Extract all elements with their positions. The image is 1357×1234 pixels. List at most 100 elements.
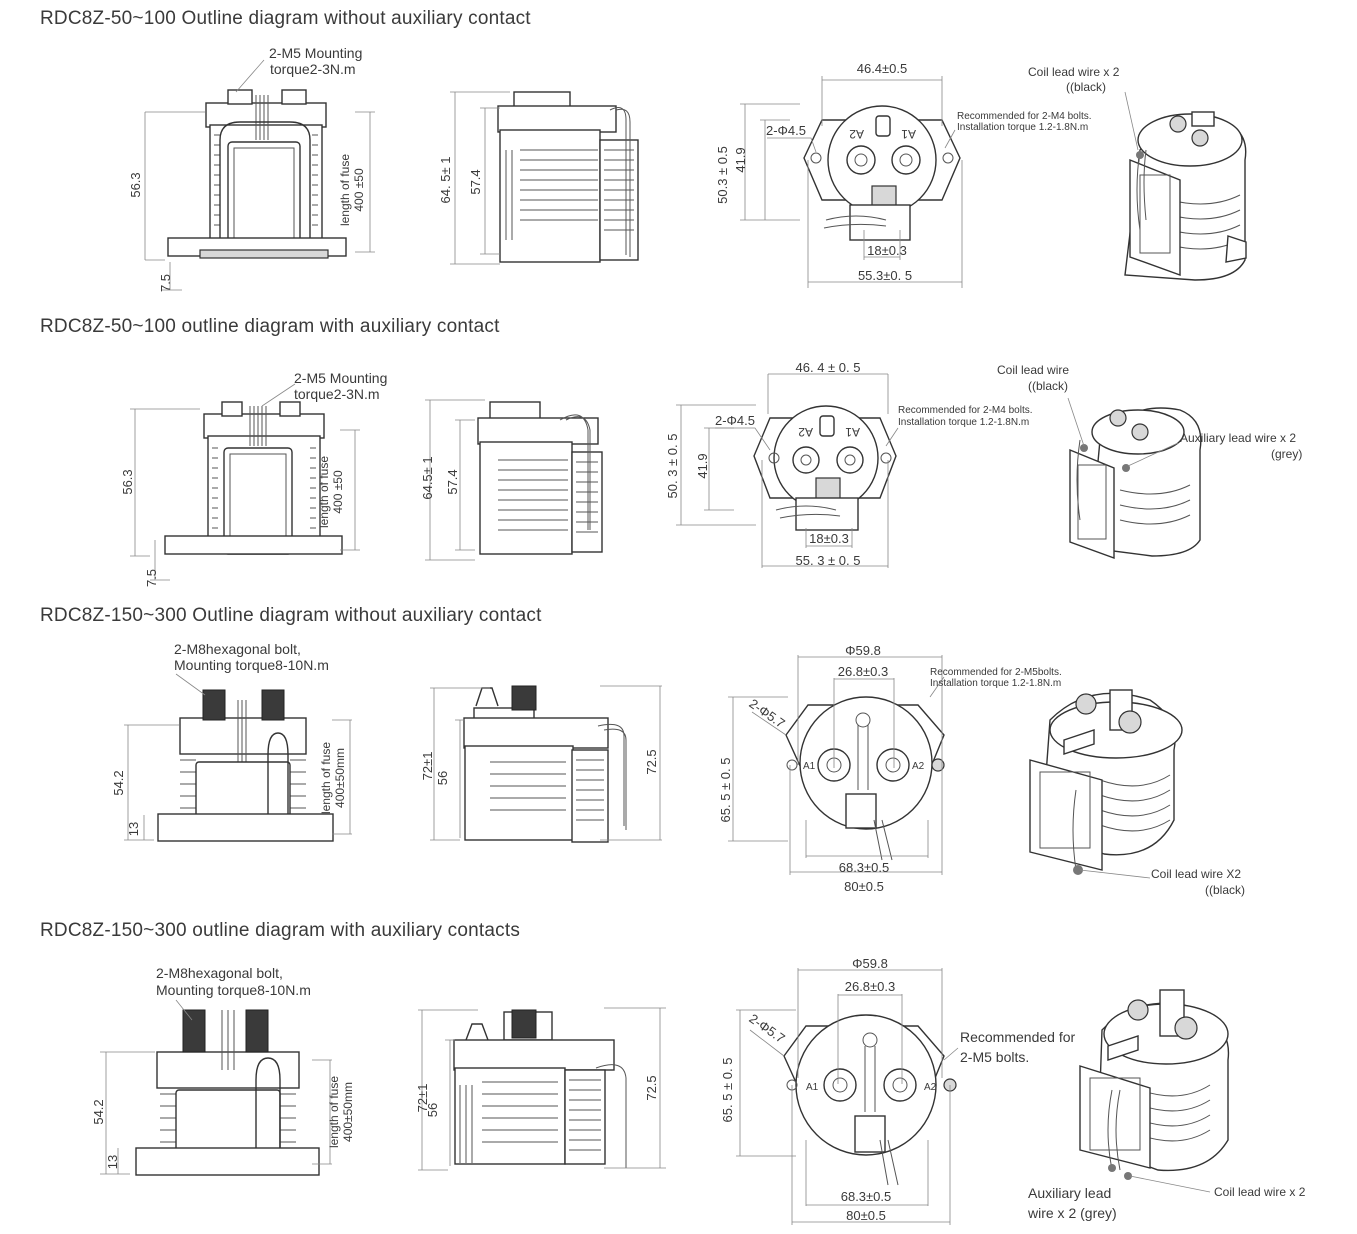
note-line-2: Installation torque 1.2-1.8N.m <box>930 678 1061 689</box>
callout-line-1: 2-M5 Mounting <box>294 370 387 386</box>
iso-label-2: ((black) <box>1205 883 1245 897</box>
dim-dia: Φ59.8 <box>845 643 881 658</box>
section-2-side-view: 64.5± 1 57.4 <box>420 399 603 561</box>
terminal-a1: A1 <box>803 761 816 772</box>
note-line-1: Recommended for 2-M5bolts. <box>930 667 1062 678</box>
iso-label-2: wire x 2 (grey) <box>1027 1205 1117 1221</box>
dim-inner: 41.9 <box>695 453 710 478</box>
section-1-front-view: 56.3 7.5 length of fuse 400 ±50 2-M5 Mou… <box>128 45 375 292</box>
dim-top-height: 65. 5 ± 0. 5 <box>718 758 733 823</box>
dim-span-inner: 68.3±0.5 <box>839 860 890 875</box>
dim-span: 80±0.5 <box>846 1208 886 1223</box>
terminal-a1: A1 <box>901 127 916 141</box>
fuse-value: 400 ±50 <box>331 470 345 514</box>
dim-overall: 72±1 <box>420 752 435 781</box>
terminal-a1: A1 <box>806 1082 819 1093</box>
fuse-value: 400±50mm <box>341 1082 355 1142</box>
terminal-a2: A2 <box>798 425 813 439</box>
dim-hole: 2-Φ4.5 <box>766 123 806 138</box>
terminal-a1: A1 <box>845 425 860 439</box>
iso-label-1: Coil lead wire X2 <box>1151 867 1241 881</box>
section-4-top-view: A1 A2 Φ59.8 26.8±0.3 2-Φ5.7 65. 5 ± 0. 5… <box>720 956 1076 1225</box>
section-4-iso-view: Auxiliary lead wire x 2 (grey) Coil lead… <box>1027 989 1306 1221</box>
dim-height: 56.3 <box>128 172 143 197</box>
dim-body: 56 <box>425 1103 440 1117</box>
callout-line-1: 2-M8hexagonal bolt, <box>174 641 301 657</box>
callout-line-1: 2-M5 Mounting <box>269 45 362 61</box>
callout-line-2: Mounting torque8-10N.m <box>156 982 311 998</box>
dim-base: 13 <box>126 822 141 836</box>
section-1-top-view: A2 A1 46.4±0.5 2-Φ4.5 50.3 ± 0.5 41.9 18… <box>715 61 1092 288</box>
dim-overall: 72±1 <box>415 1084 430 1113</box>
dim-width: 46.4±0.5 <box>857 61 908 76</box>
section-2-iso-view: Coil lead wire ((black) Auxiliary lead w… <box>997 363 1302 559</box>
dim-height: 54.2 <box>91 1099 106 1124</box>
dim-top-height: 50.3 ± 0.5 <box>715 146 730 204</box>
iso-label-1: Coil lead wire x 2 <box>1028 65 1120 79</box>
fuse-label: length of fuse <box>319 742 333 814</box>
dim-center: 18±0.3 <box>809 531 849 546</box>
dim-span: 80±0.5 <box>844 879 884 894</box>
dim-base: 13 <box>105 1155 120 1169</box>
terminal-a2: A2 <box>912 761 925 772</box>
section-3-front-view: 54.2 13 length of fuse 400±50mm 2-M8hexa… <box>111 641 352 842</box>
dim-hole: 2-Φ4.5 <box>715 413 755 428</box>
dim-height: 54.2 <box>111 770 126 795</box>
dim-hole: 2-Φ5.7 <box>746 696 787 731</box>
iso-label-2: ((black) <box>1066 80 1106 94</box>
section-3-top-view: A1 A2 Φ59.8 26.8±0.3 2-Φ5.7 65. 5 ± 0. 5… <box>718 643 1062 894</box>
dim-inner: 26.8±0.3 <box>845 979 896 994</box>
dim-dia: Φ59.8 <box>852 956 888 971</box>
dim-span: 55.3±0. 5 <box>858 268 912 283</box>
section-2-top-view: A2 A1 46. 4 ± 0. 5 2-Φ4.5 50. 3 ± 0. 5 4… <box>665 360 1033 568</box>
dim-overall: 64. 5± 1 <box>438 157 453 204</box>
dim-width: 46. 4 ± 0. 5 <box>796 360 861 375</box>
dim-center: 18±0.3 <box>867 243 907 258</box>
aux-label-1: Auxiliary lead wire x 2 <box>1180 431 1296 445</box>
section-4-side-view: 72±1 56 72.5 <box>415 1007 666 1171</box>
callout-line-1: 2-M8hexagonal bolt, <box>156 965 283 981</box>
callout-line-2: torque2-3N.m <box>294 386 380 402</box>
fuse-value: 400 ±50 <box>352 168 366 212</box>
dim-body: 57.4 <box>468 169 483 194</box>
note-line-2: Installation torque 1.2-1.8N.m <box>957 122 1088 133</box>
dim-right: 72.5 <box>644 1075 659 1100</box>
section-title-4: RDC8Z-150~300 outline diagram with auxil… <box>40 920 521 941</box>
dim-body: 56 <box>435 771 450 785</box>
fuse-value: 400±50mm <box>333 748 347 808</box>
dim-height: 56.3 <box>120 469 135 494</box>
callout-line-2: Mounting torque8-10N.m <box>174 657 329 673</box>
dim-hole: 2-Φ5.7 <box>746 1011 787 1046</box>
dim-inner: 26.8±0.3 <box>838 664 889 679</box>
section-3-side-view: 72±1 56 72.5 <box>420 685 662 843</box>
fuse-label: length of fuse <box>317 456 331 528</box>
dim-body: 57.4 <box>445 469 460 494</box>
note-line-1: Recommended for 2-M4 bolts. <box>957 111 1092 122</box>
note-line-1: Recommended for 2-M4 bolts. <box>898 405 1033 416</box>
dim-base: 7.5 <box>158 274 173 292</box>
iso-label-1: Auxiliary lead <box>1028 1185 1111 1201</box>
iso-label-1: Coil lead wire <box>997 363 1069 377</box>
aux-label-2: (grey) <box>1271 447 1302 461</box>
dim-inner: 41.9 <box>733 147 748 172</box>
coil-label: Coil lead wire x 2 <box>1214 1185 1306 1199</box>
note-line-2: 2-M5 bolts. <box>960 1049 1029 1065</box>
dim-right: 72.5 <box>644 749 659 774</box>
iso-label-2: ((black) <box>1028 379 1068 393</box>
section-title-2: RDC8Z-50~100 outline diagram with auxili… <box>40 316 500 337</box>
callout-line-2: torque2-3N.m <box>270 61 356 77</box>
note-line-1: Recommended for <box>960 1029 1076 1045</box>
fuse-label: length of fuse <box>327 1076 341 1148</box>
section-2-front-view: 56.3 7.5 length of fuse 400 ±50 2-M5 Mou… <box>120 370 387 587</box>
dim-span: 55. 3 ± 0. 5 <box>796 553 861 568</box>
dim-span-inner: 68.3±0.5 <box>841 1189 892 1204</box>
fuse-label: length of fuse <box>338 154 352 226</box>
dim-overall: 64.5± 1 <box>420 456 435 499</box>
section-1-side-view: 64. 5± 1 57.4 <box>438 91 639 265</box>
section-4-front-view: 54.2 13 length of fuse 400±50mm 2-M8hexa… <box>91 965 355 1176</box>
note-line-2: Installation torque 1.2-1.8N.m <box>898 417 1029 428</box>
section-title-1: RDC8Z-50~100 Outline diagram without aux… <box>40 8 531 29</box>
section-3-iso-view: Coil lead wire X2 ((black) <box>1029 689 1245 897</box>
dim-top-height: 65. 5 ± 0. 5 <box>720 1058 735 1123</box>
